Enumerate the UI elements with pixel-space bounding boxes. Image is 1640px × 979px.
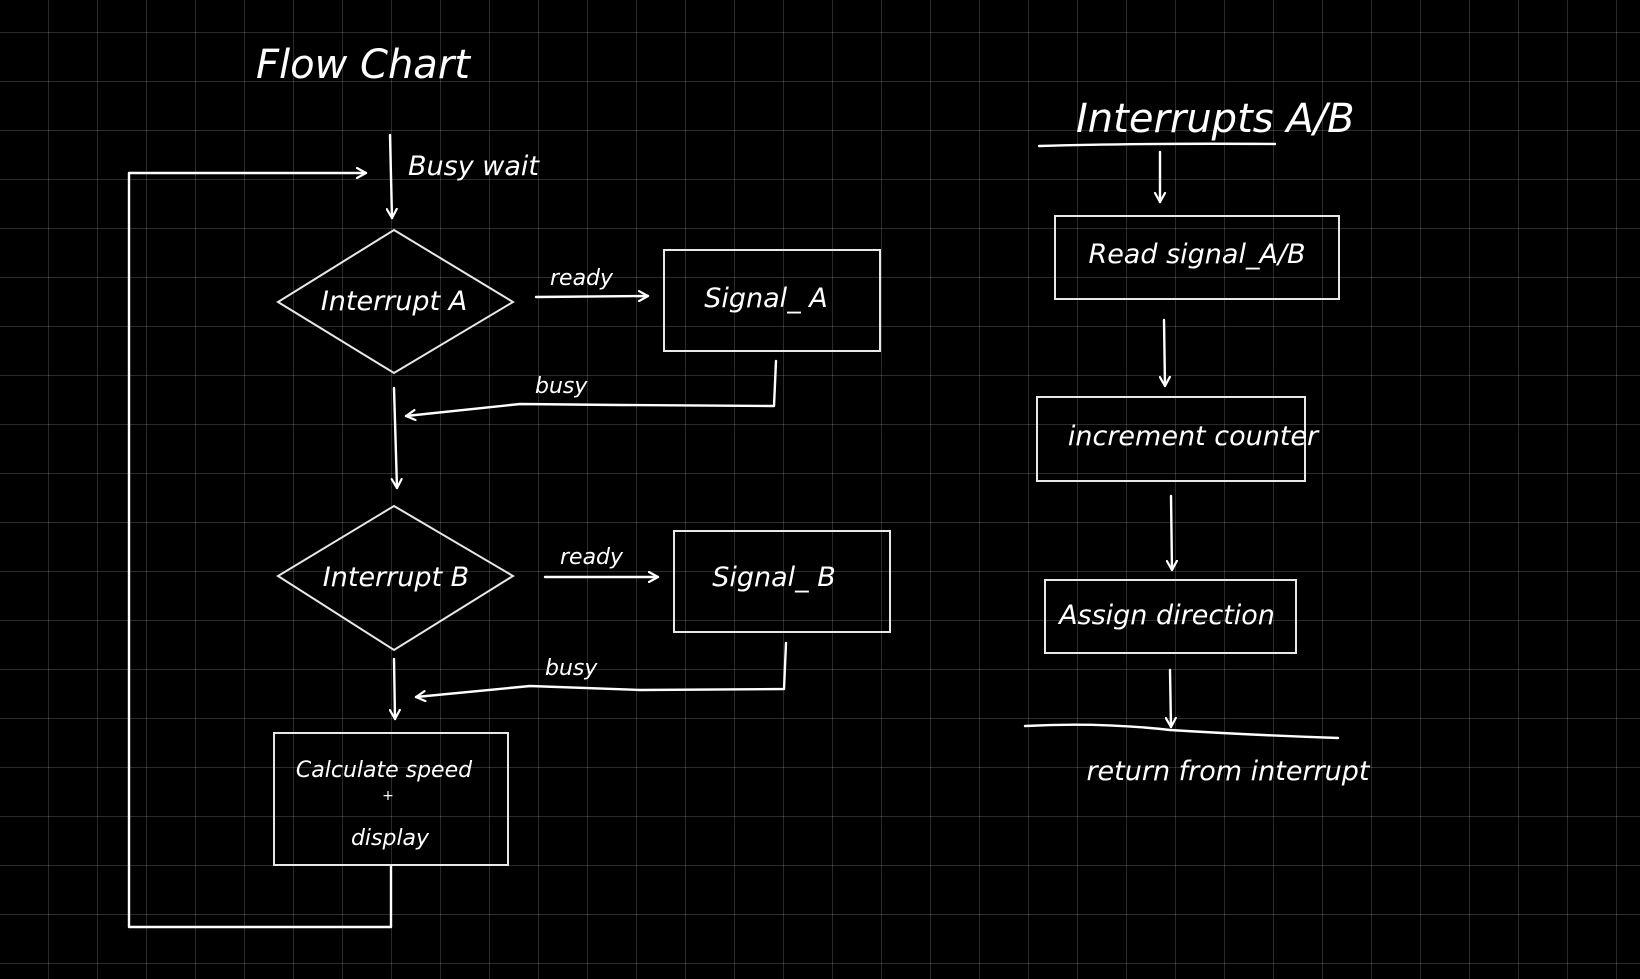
busy-b-label: busy — [545, 656, 598, 681]
title-underline — [1037, 142, 1277, 148]
read-signal-label: Read signal_A/B — [1088, 239, 1305, 270]
increment-counter-process: increment counter — [1036, 396, 1320, 482]
process-box — [1044, 579, 1297, 654]
plus-label: + — [382, 788, 394, 804]
increment-counter-label: increment counter — [1068, 421, 1320, 452]
process-box — [273, 732, 509, 866]
assign-to-return-arrow — [1170, 668, 1171, 729]
increment-to-assign-arrow — [1171, 494, 1172, 572]
ready-b-label: ready — [560, 545, 624, 570]
busy-b-arrow — [414, 641, 788, 697]
loop-back-arrow — [127, 173, 393, 929]
display-label: display — [351, 826, 430, 851]
busy-a-arrow — [404, 359, 778, 416]
process-box — [1036, 396, 1306, 482]
calculate-speed-label: Calculate speed — [296, 758, 473, 783]
end-line — [1023, 723, 1340, 740]
interrupt-b-decision: Interrupt B — [276, 504, 515, 652]
a-to-b-arrow — [394, 386, 397, 490]
process-box — [673, 530, 891, 633]
read-signal-process: Read signal_A/B — [1054, 215, 1340, 300]
busy-a-label: busy — [535, 374, 588, 399]
read-to-increment-arrow — [1164, 318, 1165, 388]
decision-diamond — [276, 228, 515, 375]
assign-direction-process: Assign direction — [1044, 579, 1297, 654]
signal-a-process: Signal_ A — [663, 249, 881, 352]
signal-a-label: Signal_ A — [704, 283, 828, 314]
signal-b-process: Signal_ B — [673, 530, 891, 633]
b-to-calc-arrow — [394, 657, 395, 721]
ready-a-arrow — [534, 296, 650, 297]
return-from-interrupt-label: return from interrupt — [1086, 756, 1370, 787]
process-box — [663, 249, 881, 352]
interrupt-a-label: Interrupt A — [321, 286, 467, 317]
flow-chart-title: Flow Chart — [256, 42, 471, 88]
calculate-display-process: Calculate speed + display — [273, 732, 509, 866]
interrupt-b-label: Interrupt B — [323, 562, 469, 593]
interrupts-title: Interrupts A/B — [1076, 96, 1355, 142]
decision-diamond — [276, 504, 515, 652]
busy-wait-label: Busy wait — [408, 151, 540, 182]
assign-direction-label: Assign direction — [1057, 600, 1275, 631]
signal-b-label: Signal_ B — [712, 562, 836, 593]
ready-a-label: ready — [550, 266, 614, 291]
entry-arrow — [390, 133, 392, 220]
process-box — [1054, 215, 1340, 300]
interrupt-a-decision: Interrupt A — [276, 228, 515, 375]
